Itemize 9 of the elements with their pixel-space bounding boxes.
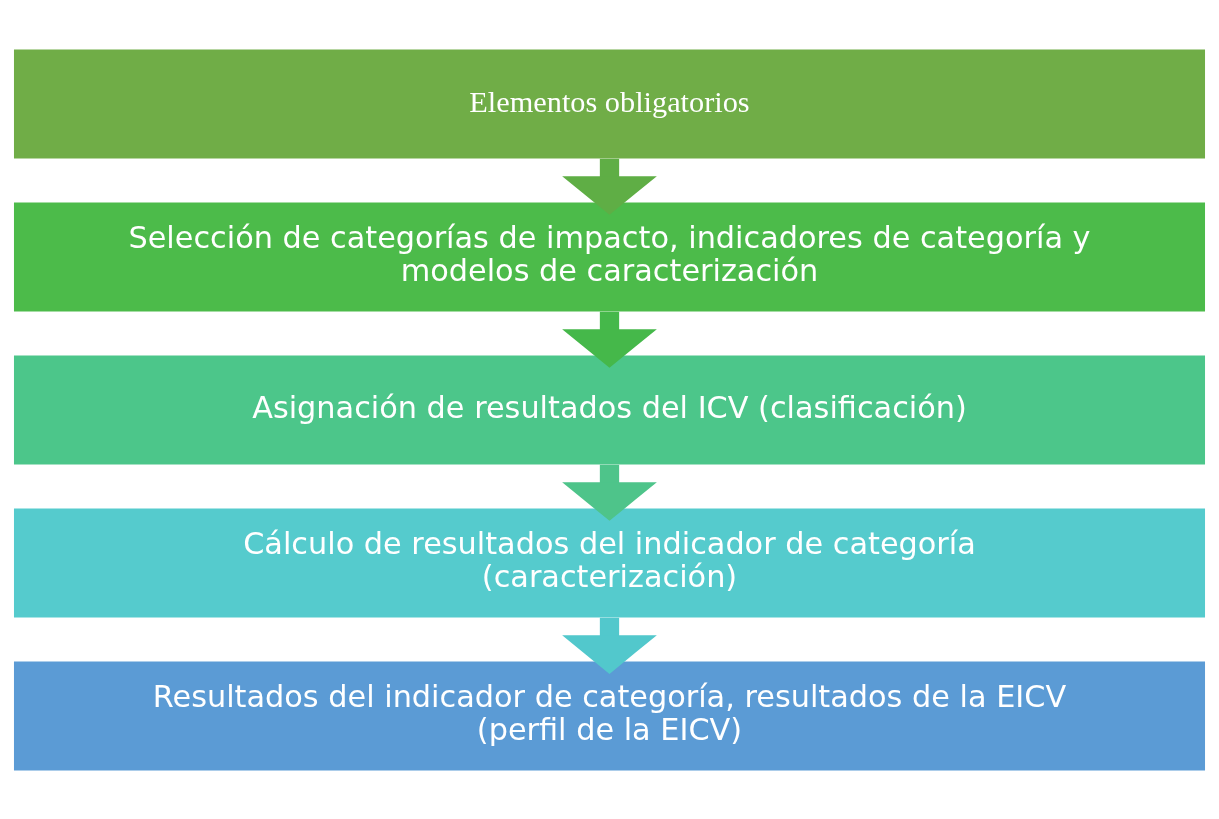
arrow [562, 464, 657, 521]
node-box: Cálculo de resultados del indicador de categoría (caracterización) [13, 508, 1206, 617]
arrow [562, 311, 657, 368]
node-box: Resultados del indicador de categoría, resultados de la EICV (perfil de la EICV) [13, 661, 1206, 770]
node-box: Asignación de resultados del ICV (clasificación) [13, 355, 1206, 464]
node-box: Selección de categorías de impacto, indicadores de categoría y modelos de caracterización [13, 202, 1206, 311]
node-box: Elementos obligatorios [13, 49, 1206, 158]
arrow [562, 158, 657, 215]
arrow [562, 617, 657, 674]
